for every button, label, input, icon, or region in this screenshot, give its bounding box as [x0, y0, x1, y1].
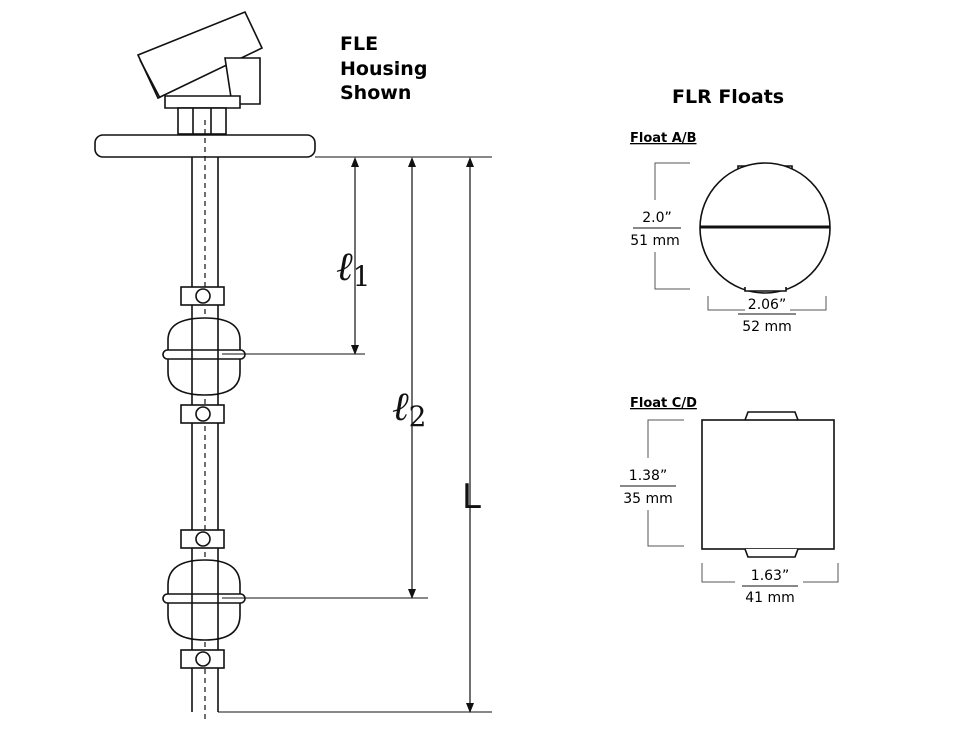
- float-cd-shape: [701, 411, 835, 558]
- housing-label-line3: Shown: [340, 82, 411, 104]
- L-label: L: [462, 477, 481, 517]
- float-lower: [162, 559, 246, 641]
- float-ab-dimension-lines: [654, 162, 827, 311]
- dimension-lines: [218, 156, 492, 713]
- fle-housing: [136, 10, 264, 135]
- float-cd-title: Float C/D: [630, 396, 697, 411]
- float-upper: [162, 317, 246, 396]
- housing-label-line1: FLE: [340, 33, 378, 55]
- float-cd-dimension-lines: [647, 419, 839, 583]
- float-ab-shape: [699, 162, 831, 294]
- l1-label: ℓ1: [336, 244, 371, 293]
- stop-collar-4: [180, 649, 225, 669]
- float-ab-title: Float A/B: [630, 131, 697, 146]
- float-ab-height-in: 2.0”: [642, 210, 672, 226]
- stop-collar-1: [180, 286, 225, 306]
- float-ab-height-mm: 51 mm: [630, 233, 680, 249]
- float-cd-height-in: 1.38”: [629, 468, 667, 484]
- l2-label: ℓ2: [392, 384, 427, 433]
- float-cd-width-in: 1.63”: [751, 568, 789, 584]
- float-ab-width-mm: 52 mm: [742, 319, 792, 335]
- housing-label-line2: Housing: [340, 58, 427, 80]
- float-cd-height-mm: 35 mm: [623, 491, 673, 507]
- floats-title: FLR Floats: [672, 86, 784, 108]
- float-ab-width-in: 2.06”: [748, 297, 786, 313]
- float-cd-width-mm: 41 mm: [745, 590, 795, 606]
- stop-collar-2: [180, 404, 225, 424]
- stop-collar-3: [180, 529, 225, 549]
